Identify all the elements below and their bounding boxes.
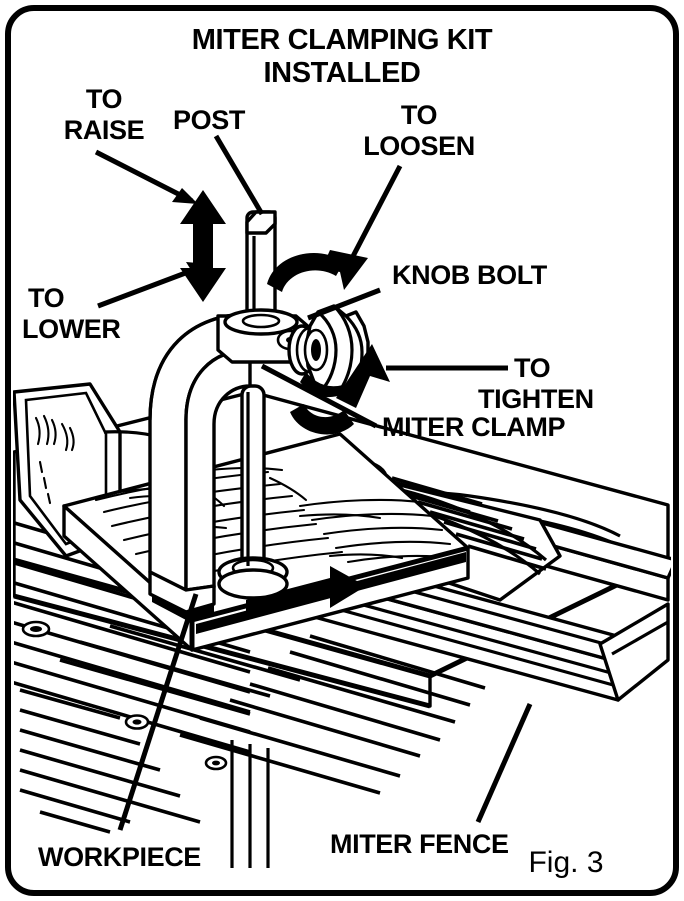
clamp-rod-foot xyxy=(217,568,289,600)
fence-end-line xyxy=(611,620,669,656)
table-under-lines xyxy=(230,740,270,868)
miter-clamp-foot-dark xyxy=(152,594,214,620)
callout-to-raise-line1: TO xyxy=(86,84,122,114)
leader-to-raise xyxy=(94,149,194,204)
leader-to-lower-head xyxy=(186,262,210,278)
clockwise-curved-arrow-tail xyxy=(290,404,354,435)
feed-direction-arrow xyxy=(246,566,366,618)
post-clamp-collar-hole xyxy=(241,313,281,329)
vertical-post-top xyxy=(245,210,277,235)
knob-hub-inner xyxy=(311,339,321,361)
leader-to-lower xyxy=(97,263,205,309)
table-hole-b-inner xyxy=(132,719,142,725)
callout-to-raise-line2: RAISE xyxy=(64,115,145,145)
counterclockwise-curved-arrow-head xyxy=(322,250,368,290)
callout-miter-clamp: MITER CLAMP xyxy=(382,412,565,442)
callout-to-loosen-line1: TO xyxy=(401,100,437,130)
callout-miter-fence: MITER FENCE xyxy=(330,829,509,859)
callout-workpiece: WORKPIECE xyxy=(38,842,201,872)
callout-to-tighten-line2: TIGHTEN xyxy=(478,384,594,414)
page-title-line1: MITER CLAMPING KIT xyxy=(192,24,493,56)
table-front-hatch xyxy=(19,624,301,834)
leader-miter-clamp xyxy=(260,363,378,429)
callout-to-tighten-line1: TO xyxy=(514,353,550,383)
table-front-hatch-right xyxy=(179,634,486,795)
fence-end-block xyxy=(598,602,670,702)
leader-knob-bolt xyxy=(307,287,381,321)
callout-to-lower-line2: LOWER xyxy=(22,314,121,344)
table-hole-a-inner xyxy=(30,626,42,632)
page-title-line2: INSTALLED xyxy=(264,57,421,89)
leader-post xyxy=(213,134,265,216)
clamp-pressure-rod xyxy=(240,384,266,578)
callout-post: POST xyxy=(173,105,246,135)
callout-knob-bolt: KNOB BOLT xyxy=(392,260,548,290)
leader-miter-fence xyxy=(475,702,533,824)
clockwise-curved-arrow-head xyxy=(336,344,390,408)
leader-to-raise-head xyxy=(172,188,198,204)
blade-guard-marks xyxy=(34,414,75,505)
callout-to-loosen-line2: LOOSEN xyxy=(363,131,475,161)
callout-to-lower-line1: TO xyxy=(28,283,64,313)
leader-to-loosen xyxy=(347,164,403,264)
leader-workpiece xyxy=(117,593,199,831)
table-hole-c-inner xyxy=(212,760,220,766)
double-headed-vertical-arrow xyxy=(180,190,226,302)
figure-caption: Fig. 3 xyxy=(528,846,603,879)
